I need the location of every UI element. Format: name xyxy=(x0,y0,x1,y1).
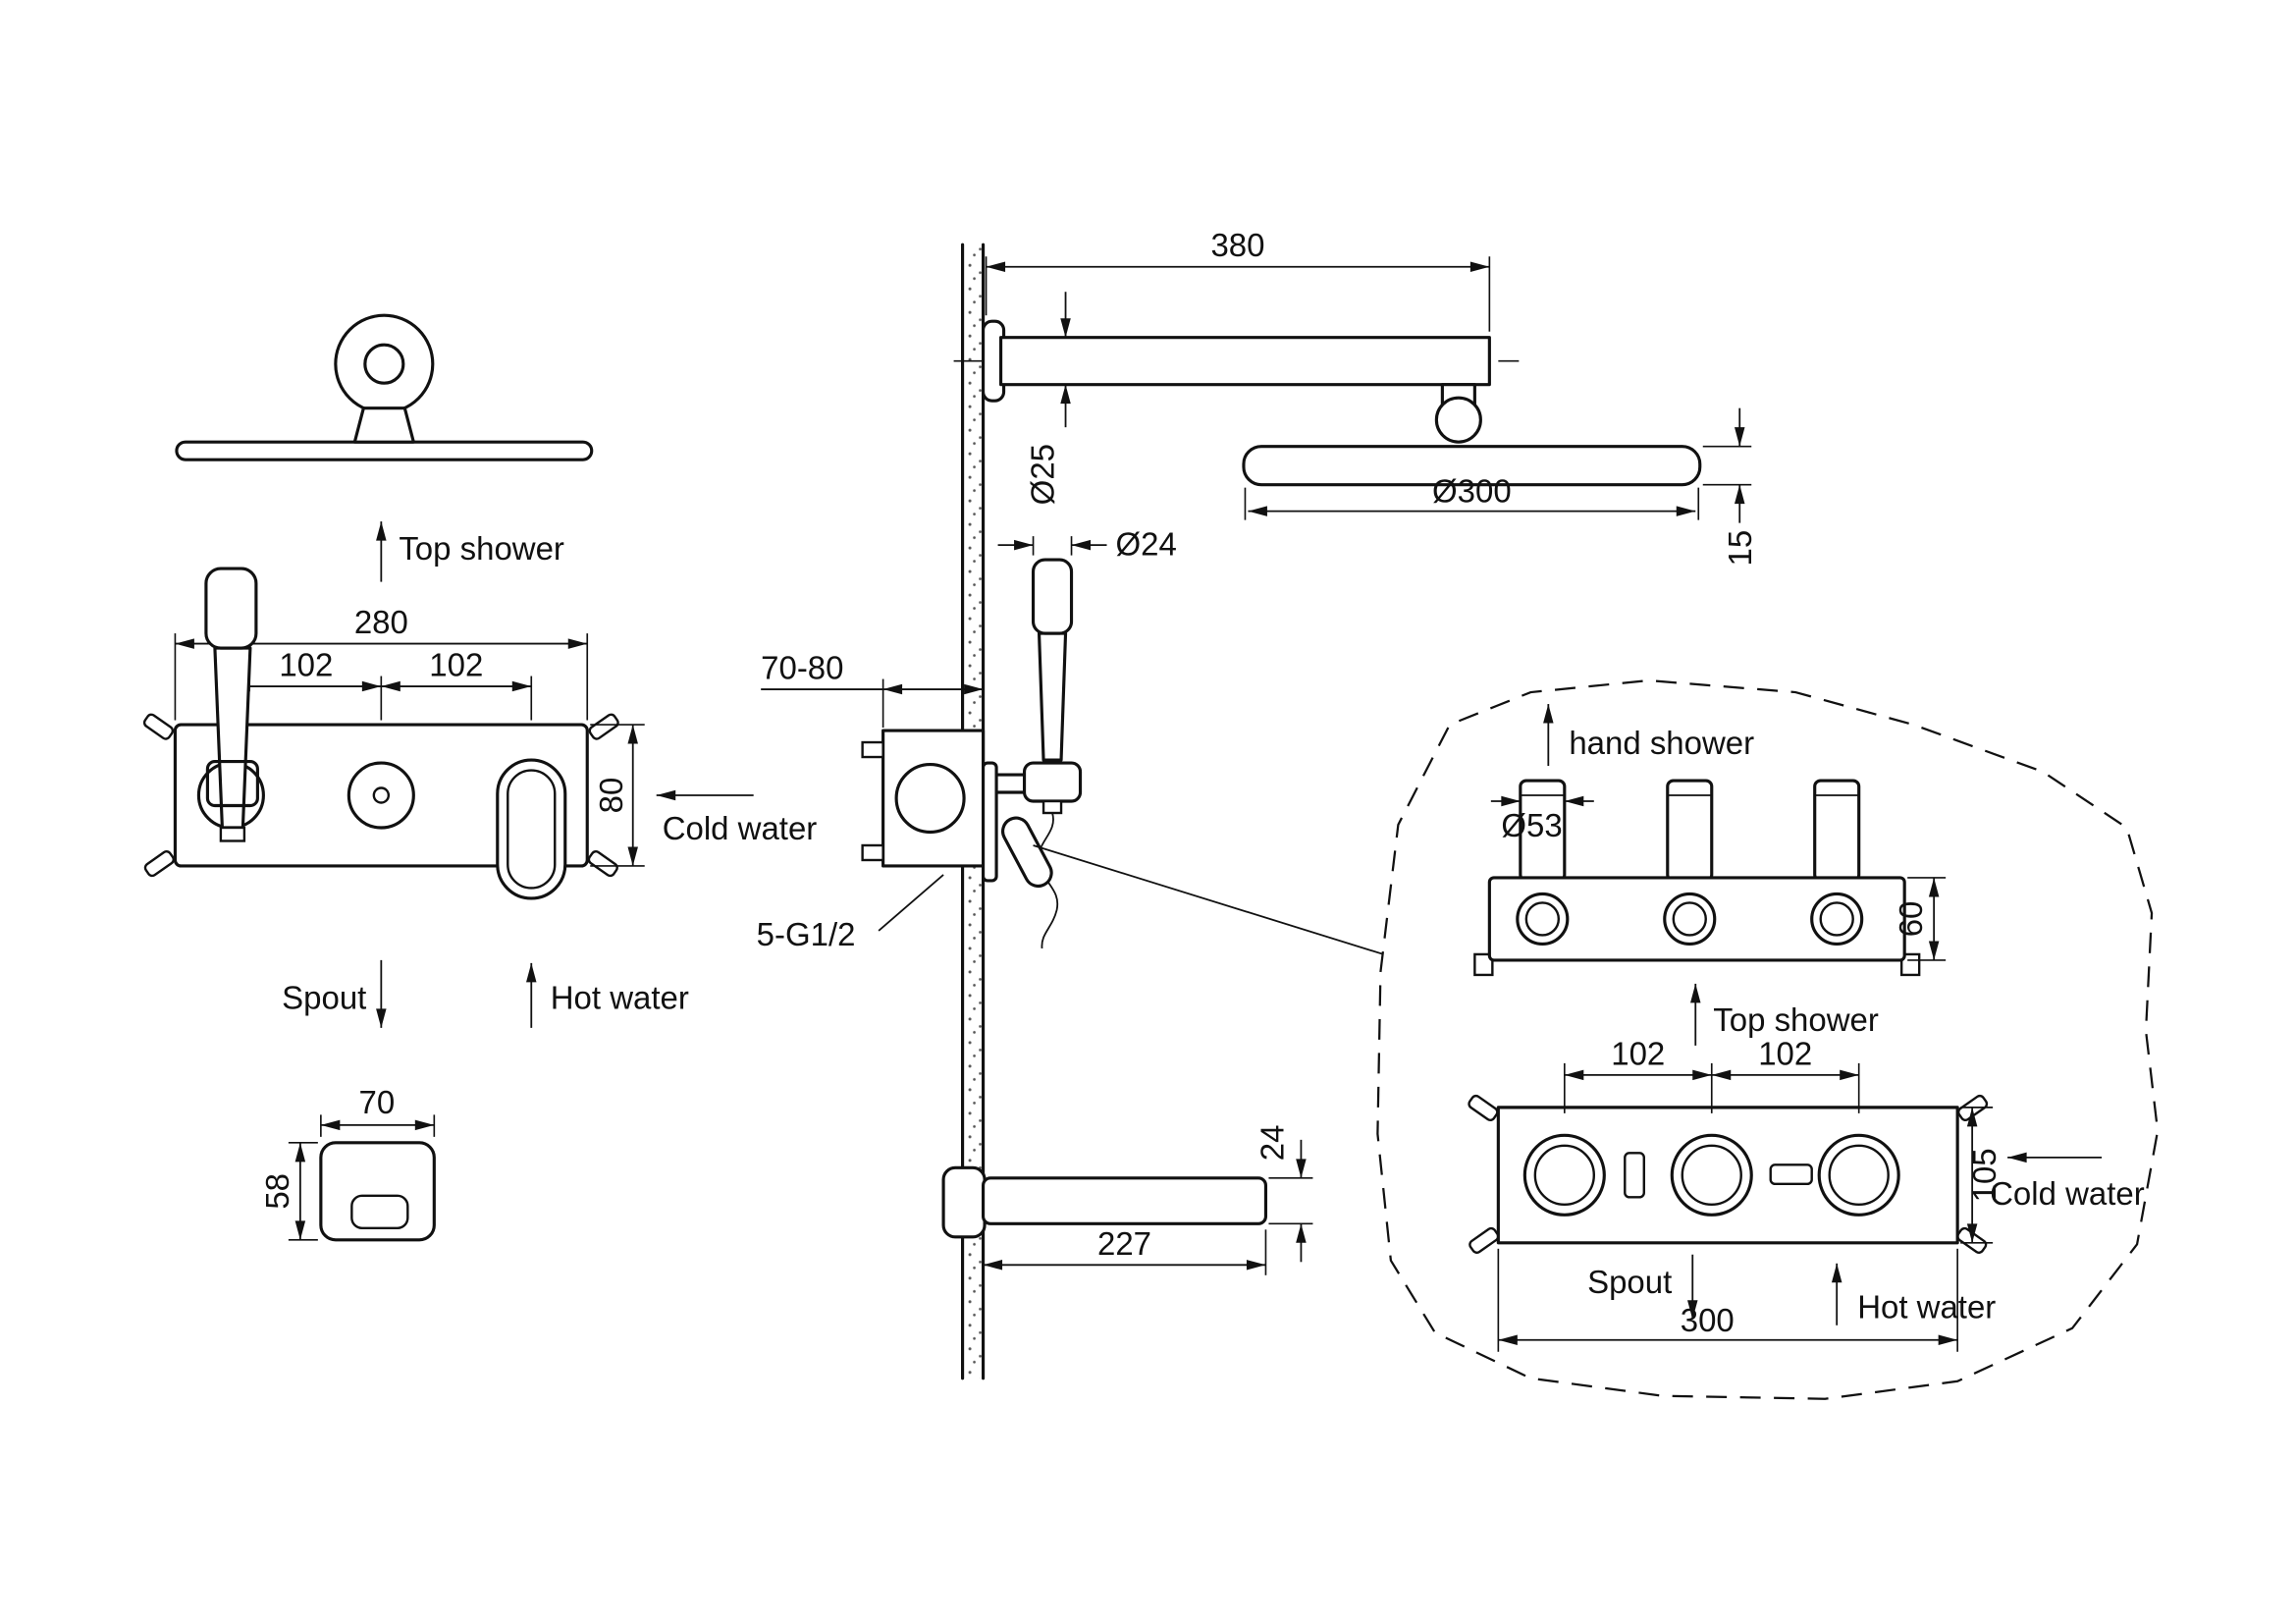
hand-shower-front xyxy=(204,567,259,842)
dim-70-label: 70 xyxy=(358,1084,395,1120)
detail-spout-label: Spout xyxy=(1587,1264,1672,1300)
dim-d25: Ø25 xyxy=(1025,292,1071,505)
detail-dim-102-right-label: 102 xyxy=(1758,1035,1812,1071)
dim-d25-label: Ø25 xyxy=(1025,444,1061,505)
hot-water-label: Hot water xyxy=(551,979,689,1015)
front-dimensions: 280 102 102 xyxy=(174,604,589,721)
dim-24-label: 24 xyxy=(1254,1125,1290,1162)
side-view: 380 Ø25 Ø300 15 Ø24 xyxy=(757,227,1758,1380)
dim-105-label: 105 xyxy=(1966,1148,2002,1202)
top-shower-label: Top shower xyxy=(399,530,564,567)
detail-hot-water-label: Hot water xyxy=(1857,1288,1996,1325)
shower-arm-side xyxy=(953,319,1520,444)
rain-shower-head-side: Ø300 15 xyxy=(1242,407,1758,567)
dim-227-label: 227 xyxy=(1097,1225,1151,1262)
thread-label: 5-G1/2 xyxy=(757,916,856,952)
dim-300-label: 300 xyxy=(1681,1302,1735,1338)
detail-top-shower-label: Top shower xyxy=(1713,1001,1879,1038)
dim-280-label: 280 xyxy=(354,604,408,640)
dim-d300-label: Ø300 xyxy=(1432,473,1512,510)
dim-70-80-label: 70-80 xyxy=(761,650,843,686)
detail-hand-shower-label: hand shower xyxy=(1569,725,1754,761)
rough-in-valve-front xyxy=(1473,779,1921,977)
hand-shower-side: Ø24 xyxy=(981,526,1177,949)
rough-in-valve-face xyxy=(1468,1094,1989,1254)
mixer-trim-plate xyxy=(142,713,619,900)
wall-spout-side: 227 24 xyxy=(941,1125,1313,1275)
detail-dim-102-left-label: 102 xyxy=(1611,1035,1665,1071)
detail-boundary xyxy=(1376,678,2160,1400)
detail-cold-water-label: Cold water xyxy=(1990,1175,2145,1212)
dim-80-label: 80 xyxy=(593,778,629,814)
dim-d24-label: Ø24 xyxy=(1116,526,1177,563)
front-view: Top shower 280 102 102 xyxy=(142,313,818,1242)
hand-shower-hose xyxy=(1038,812,1059,949)
dim-60: 60 xyxy=(1893,877,1947,961)
lever-side xyxy=(1001,816,1053,889)
thread-leader xyxy=(878,874,944,932)
dim-15-label: 15 xyxy=(1722,530,1758,567)
spout-front-view: 70 58 xyxy=(259,1084,436,1242)
dim-60-label: 60 xyxy=(1893,901,1929,938)
dim-102-left-label: 102 xyxy=(279,647,333,683)
rough-in-valve-side xyxy=(861,729,1053,889)
dim-70-80: 70-80 xyxy=(761,650,984,729)
dim-d53: Ø53 xyxy=(1490,795,1594,843)
spout-label: Spout xyxy=(282,979,366,1015)
dim-80: 80 xyxy=(590,724,645,867)
dim-105: 105 xyxy=(1960,1107,2002,1244)
dim-102-right-label: 102 xyxy=(429,647,483,683)
rain-shower-head-front xyxy=(175,313,594,461)
dim-d53-label: Ø53 xyxy=(1501,807,1562,843)
detail-leader xyxy=(1033,844,1384,955)
detail-dims-102: 102 102 xyxy=(1563,1035,1860,1113)
dim-300: 300 xyxy=(1497,1248,1958,1352)
dim-58-label: 58 xyxy=(259,1173,295,1210)
cold-water-label: Cold water xyxy=(663,810,818,846)
detail-view: hand shower Ø53 60 Top shower 102 102 xyxy=(1376,678,2160,1400)
dim-380-label: 380 xyxy=(1210,227,1264,263)
dim-380: 380 xyxy=(985,227,1491,332)
